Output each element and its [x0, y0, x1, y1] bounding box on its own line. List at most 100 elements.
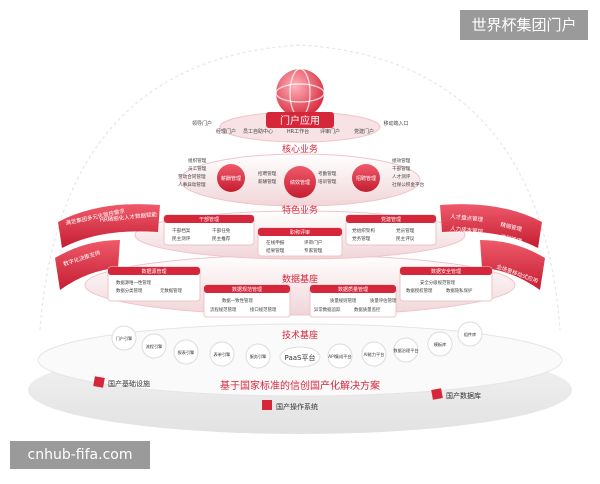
party-item: 党组织架构 [352, 227, 375, 234]
cadre-item: 民主测评 [172, 235, 191, 242]
cadre-title: 干部管理 [199, 216, 219, 223]
core-left-item: 人事异动管理 [178, 181, 206, 188]
engine-bubble: 报表引擎 [173, 339, 199, 365]
engine-bubble: 门户引擎 [111, 325, 137, 351]
core-mid-right-item: 考勤管理 [318, 170, 337, 177]
core-circle-label: 薪酬管理 [221, 175, 241, 182]
engine-bubble: 数据治理平台 [393, 337, 419, 363]
portal-item: 评审门户 [320, 128, 340, 135]
core-circle-center [284, 166, 316, 198]
engine-label: 报表引擎 [178, 349, 195, 356]
watermark-bottom: cnhub-fifa.com [10, 441, 150, 469]
data-security-item: 数据授权管理 [406, 287, 433, 294]
os-label: 国产操作系统 [276, 402, 318, 411]
data-source-item: 数据分类管理 [116, 287, 143, 294]
data-standard-item: 流程规范管理 [210, 306, 237, 313]
left-band-top [58, 204, 160, 248]
party-item: 党务管理 [352, 235, 371, 242]
expert-title: 职称评审 [290, 229, 310, 236]
left-band-bottom [55, 240, 120, 290]
engine-label: 组件库 [464, 331, 477, 338]
db-label: 国产数据库 [446, 391, 481, 400]
data-quality-item: 质量规则管理 [330, 297, 357, 304]
core-circle-left [217, 164, 245, 192]
core-mid-right-item: 培训管理 [318, 178, 337, 185]
infra-icon [93, 376, 105, 388]
portal-item: 移动端入口 [383, 120, 408, 127]
core-circle-label: 绩效管理 [290, 179, 310, 186]
watermark-top: 世界杯集团门户 [460, 10, 588, 40]
cadre-item: 干部任免 [212, 227, 231, 234]
engine-bubble: 模板库 [427, 331, 453, 357]
party-item: 民主评议 [396, 235, 415, 242]
portal-item: 党建门户 [354, 128, 374, 135]
data-standard-item: 接口规范管理 [250, 306, 277, 313]
engine-bubble: AI能力平台 [361, 341, 387, 367]
engine-bubble: 组件库 [457, 321, 483, 347]
core-mid-left-item: 薪酬管理 [258, 178, 277, 185]
right-band-bottom [480, 240, 545, 290]
core-circle-label: 招聘管理 [356, 175, 376, 182]
infra-label: 国产基础设施 [108, 379, 150, 388]
engine-label: 数据治理平台 [393, 347, 418, 354]
data-source-title: 数据源管理 [141, 268, 166, 275]
data-security-title: 数据安全管理 [431, 268, 461, 275]
globe-icon [276, 69, 324, 117]
engine-label: PaaS平台 [285, 353, 316, 362]
data-security-item: 安全分级规范管理 [420, 279, 456, 286]
data-quality-item: 质量评估管理 [370, 297, 397, 304]
data-source-item: 数据源唯一性管理 [116, 279, 152, 286]
data-base-title: 数据基座 [282, 273, 318, 285]
side-label-right-c: 人力成本管控 [450, 224, 484, 235]
engine-bubble: 服务引擎 [245, 343, 271, 369]
side-label-right-a: 人才盘点管理 [450, 212, 484, 223]
expert-item: 专家管理 [304, 247, 323, 254]
core-title: 核心业务 [282, 143, 318, 155]
core-right-item: 社保公积金平台 [392, 181, 425, 188]
engine-bubble: 表单引擎 [209, 341, 235, 367]
core-left-item: 员工管理 [188, 165, 207, 172]
core-circle-right [352, 164, 380, 192]
right-band-top [440, 204, 542, 248]
engine-label: 流程引擎 [146, 343, 163, 350]
engine-label: 表单引擎 [214, 351, 231, 358]
core-right-item: 绩效管理 [392, 157, 411, 164]
db-icon [431, 388, 443, 400]
data-security-item: 数据隐私保护 [446, 287, 473, 294]
data-standard-title: 数据规范管理 [232, 286, 262, 293]
dome-outline [39, 44, 561, 331]
os-icon [262, 400, 272, 410]
core-right-item: 人才测评 [392, 173, 411, 180]
cadre-item: 民主推荐 [212, 235, 231, 242]
tech-title: 技术基座 [282, 329, 318, 341]
core-right-item: 干部管理 [392, 165, 411, 172]
expert-item: 结果管理 [266, 247, 285, 254]
portal-item: 经理门户 [216, 128, 236, 135]
data-source-item: 元数据管理 [160, 287, 183, 294]
tech-engines: 门户引擎 流程引擎 报表引擎 表单引擎 服务引擎 PaaS平台 API集成平台 … [111, 321, 483, 369]
party-title: 党建管理 [381, 216, 401, 223]
data-standard-item: 数据一致性管理 [222, 297, 253, 304]
engine-label: API集成平台 [328, 353, 351, 360]
feature-title: 特色业务 [282, 204, 318, 216]
expert-item: 评审门户 [304, 239, 322, 246]
engine-label: AI能力平台 [364, 351, 385, 358]
engine-label: 模板库 [434, 341, 447, 348]
expert-item: 在线申报 [266, 239, 285, 246]
core-mid-left-item: 招聘管理 [258, 170, 277, 177]
cadre-item: 干部档案 [172, 227, 191, 234]
data-quality-item: 数据质量监控 [354, 306, 381, 313]
engine-bubble: PaaS平台 [279, 346, 321, 368]
core-left-item: 组织管理 [188, 157, 207, 164]
engine-label: 服务引擎 [250, 353, 267, 360]
portal-title-tag [266, 112, 334, 128]
data-quality-title: 数据质量管理 [338, 286, 368, 293]
portal-title: 门户应用 [280, 114, 320, 127]
portal-item: 员工自助中心 [243, 128, 273, 135]
slogan: 基于国家标准的信创国产化解决方案 [220, 379, 380, 392]
engine-bubble: API集成平台 [327, 343, 353, 369]
core-left-item: 劳动合同管理 [178, 173, 206, 180]
engine-label: 门户引擎 [116, 335, 133, 342]
